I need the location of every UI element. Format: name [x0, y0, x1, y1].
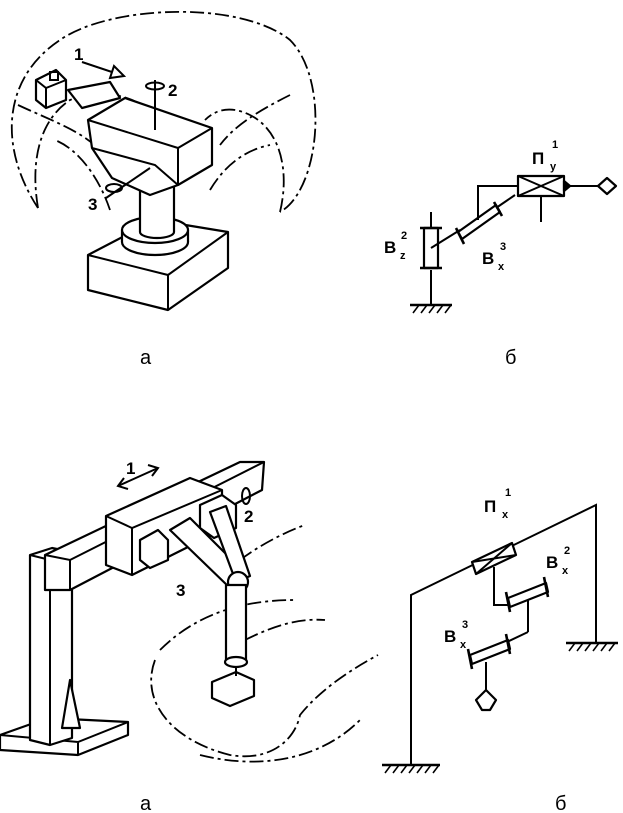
- robot-body-block: [86, 96, 214, 197]
- label-Px: П x 1: [484, 487, 513, 522]
- label-Bz: B z 2: [384, 230, 410, 263]
- label-Bx-top: B x 3: [482, 241, 509, 274]
- kinematic-scheme-bottom: П x 1 B x 2 B x 3 б: [382, 487, 618, 813]
- forearm: [224, 583, 248, 662]
- label-1: 1: [74, 45, 83, 64]
- working-zone-lower: [150, 654, 379, 758]
- translation-arrow-gantry: [117, 467, 159, 487]
- robot-column: [138, 183, 176, 240]
- translation-arrow-1: [81, 61, 127, 80]
- working-zone-inner-right: [204, 108, 285, 213]
- gripper-symbol: [596, 176, 618, 196]
- caption-a-bottom: а: [140, 793, 152, 813]
- caption-a-top: а: [140, 347, 152, 369]
- label-2: 2: [168, 81, 177, 100]
- caption-b-top: б: [505, 347, 516, 369]
- label-3: 3: [88, 195, 97, 214]
- label-Bx2: B x 2: [546, 545, 573, 578]
- robot-cylindrical-drawing: 1 2 3 а: [10, 10, 317, 369]
- caption-b-bottom: б: [555, 793, 566, 813]
- working-zone-outline: [10, 10, 317, 213]
- robot-gantry-drawing: 1 2 3 а: [0, 459, 379, 813]
- kinematic-scheme-top: П y 1 B z 2 B x 3 б: [384, 139, 618, 369]
- label-2-gantry: 2: [244, 507, 253, 526]
- label-1-gantry: 1: [126, 459, 135, 478]
- gripper-symbol-bottom: [474, 688, 498, 712]
- robot-arm: [66, 80, 122, 110]
- label-Py: П y 1: [532, 139, 561, 174]
- joint-Bx3: [468, 638, 512, 666]
- gantry-gripper: [210, 670, 256, 708]
- label-3-gantry: 3: [176, 581, 185, 600]
- label-Bx3: B x 3: [444, 619, 471, 652]
- gantry-frame: [410, 503, 597, 765]
